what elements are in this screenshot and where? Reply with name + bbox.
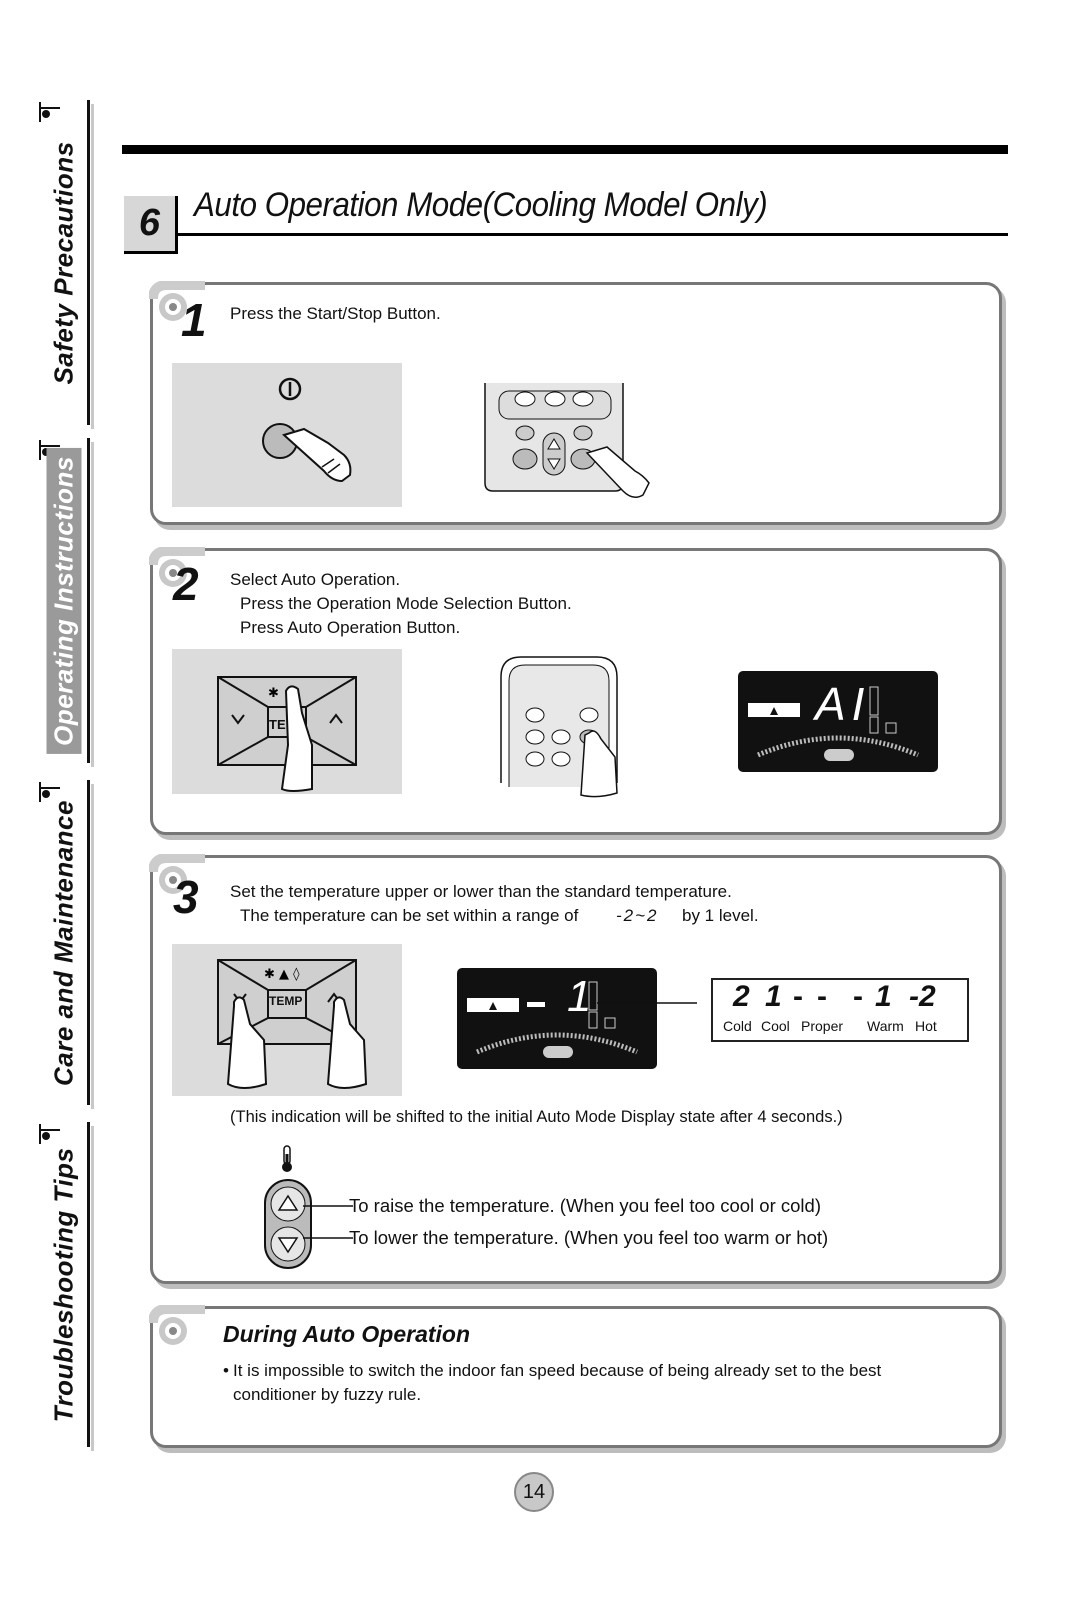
bullet: • [223, 1361, 229, 1380]
scale-value: - [853, 980, 863, 1013]
step-2-text: Press Auto Operation Button. [240, 618, 461, 637]
section-number: 6 [124, 196, 178, 254]
scale-value: 1 [765, 980, 782, 1013]
lcd-step3-text: 1 [567, 972, 592, 1021]
remote-illustration-step2 [500, 656, 618, 798]
scale-value: - [817, 980, 827, 1013]
lcd-auto-text: AI [815, 678, 871, 730]
side-tab-label: Troubleshooting Tips [48, 1147, 79, 1422]
step-1-text: Press the Start/Stop Button. [230, 304, 441, 323]
remote-illustration-step1 [484, 383, 650, 498]
during-text: It is impossible to switch the indoor fa… [233, 1361, 882, 1380]
tab-corner-icon [39, 782, 60, 802]
step-3-box: 3 Set the temperature upper or lower tha… [149, 854, 1002, 1284]
temp-key-label: TE [269, 717, 286, 732]
step-number: 2 [173, 558, 199, 610]
scale-value: 1 [875, 980, 892, 1013]
top-rule [122, 145, 1008, 154]
temp-up-down-button[interactable] [263, 1178, 353, 1270]
lcd-graphics [467, 981, 697, 1058]
mode-button-illustration: ✱ [217, 676, 357, 792]
step-badge-icon [149, 1305, 205, 1345]
during-auto-box: During Auto Operation • It is impossible… [149, 1305, 1002, 1448]
side-tab-label: Care and Maintenance [48, 799, 79, 1086]
lower-temperature-text: To lower the temperature. (When you feel… [349, 1227, 829, 1248]
scale-value: - [793, 980, 803, 1013]
side-tab-label: Operating Instructions [46, 447, 82, 754]
title-rule [178, 233, 1008, 236]
scale-label: Warm [867, 1018, 904, 1034]
temp-key-label: TEMP [269, 994, 303, 1008]
during-text: conditioner by fuzzy rule. [233, 1385, 422, 1404]
step-badge-icon [149, 281, 205, 321]
tab-corner-icon [39, 102, 60, 122]
side-tab-care[interactable]: Care and Maintenance [38, 780, 94, 1109]
start-stop-button-illustration [262, 377, 352, 483]
scale-label: Proper [801, 1018, 844, 1034]
step-3-text: by 1 level. [682, 906, 759, 925]
display-note: (This indication will be shifted to the … [230, 1108, 843, 1126]
step-badge-icon [149, 547, 205, 587]
lcd-graphics [748, 686, 919, 761]
section-title: Auto Operation Mode(Cooling Model Only) [194, 186, 768, 224]
scale-value: -2 [909, 980, 936, 1013]
raise-temperature-text: To raise the temperature. (When you feel… [349, 1195, 821, 1216]
step-2-text: Press the Operation Mode Selection Butto… [240, 594, 572, 613]
step-1-box: 1 Press the Start/Stop Button. [149, 281, 1002, 525]
step-2-text: Select Auto Operation. [230, 570, 401, 589]
step-3-text: Set the temperature upper or lower than … [230, 882, 732, 901]
step-number: 1 [181, 294, 207, 346]
tab-corner-icon [39, 1124, 60, 1144]
svg-text:✱: ✱ [268, 686, 279, 701]
side-tab-troubleshooting[interactable]: Troubleshooting Tips [38, 1122, 94, 1451]
scale-label: Hot [915, 1018, 937, 1034]
side-tab-safety[interactable]: Safety Precautions [38, 100, 94, 429]
side-tab-label: Safety Precautions [48, 140, 79, 385]
range-text: -2~2 [616, 906, 659, 925]
page-number: 14 [514, 1472, 554, 1512]
step-badge-icon [149, 854, 205, 894]
step-3-text: The temperature can be set within a rang… [240, 906, 579, 925]
step-2-box: 2 Select Auto Operation. Press the Opera… [149, 547, 1002, 835]
thermometer-icon [282, 1145, 292, 1172]
step-number: 3 [173, 871, 199, 923]
side-tab-operating[interactable]: Operating Instructions [38, 438, 94, 767]
temperature-scale: 2 1 - - - 1 -2 Cold Cool Proper Warm Hot [711, 978, 969, 1042]
temp-button-illustration: ✱ ▲ ◊ [217, 959, 368, 1089]
during-title: During Auto Operation [223, 1321, 471, 1347]
scale-label: Cold [723, 1018, 752, 1034]
svg-text:✱ ▲ ◊: ✱ ▲ ◊ [264, 967, 300, 982]
scale-label: Cool [761, 1018, 790, 1034]
scale-value: 2 [733, 980, 750, 1013]
